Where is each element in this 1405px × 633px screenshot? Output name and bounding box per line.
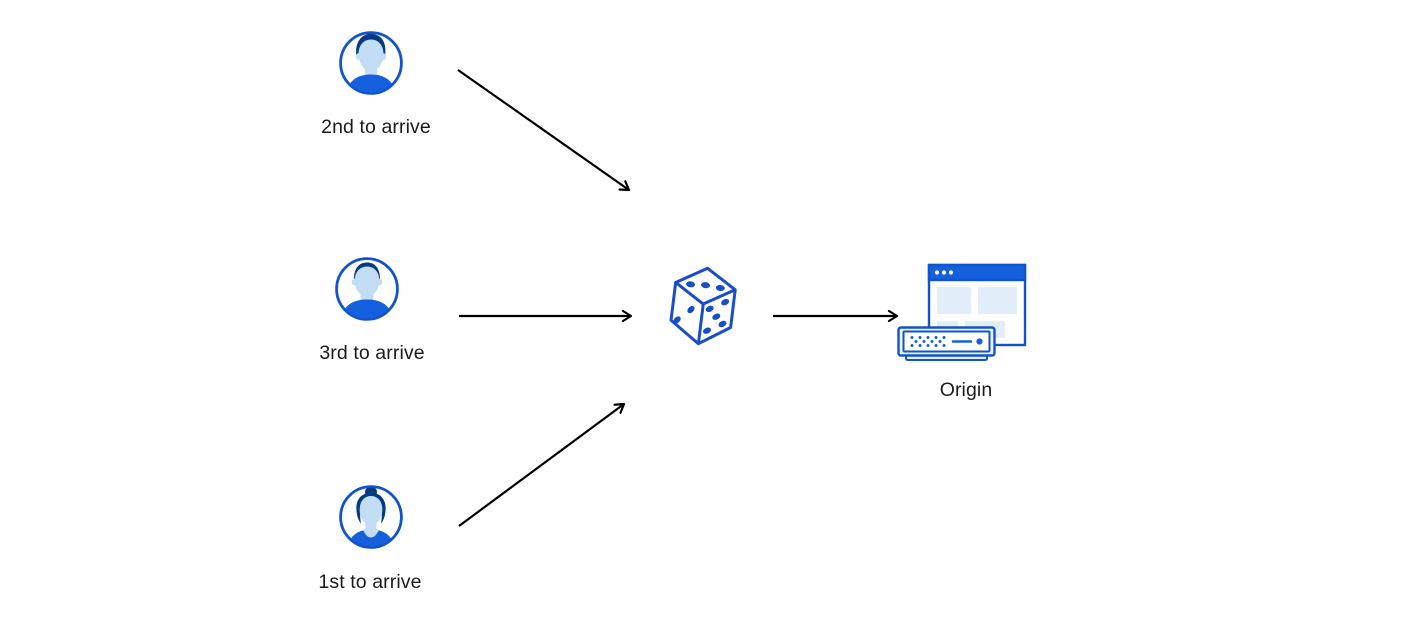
browser-titlebar [927,263,1027,282]
user-1st-label: 1st to arrive [318,571,422,593]
titlebar-dot [948,270,954,275]
titlebar-dot [941,270,947,275]
arrow-user2nd-to-dice [457,69,631,192]
server-led [976,338,983,345]
content-block [978,287,1017,314]
avatar-face [358,39,384,71]
node-user-3rd [334,256,400,322]
node-dice [666,263,740,351]
server-panel [902,330,991,353]
user-avatar-1st-icon [339,485,403,549]
node-user-2nd [338,30,404,96]
content-block [937,287,971,314]
dice-edges [674,281,736,344]
user-avatar-2nd-icon [339,31,403,95]
avatar-hair [356,33,386,60]
user-avatar-3rd-icon [335,257,399,321]
titlebar-dot [934,270,940,275]
dice-cube [669,266,737,346]
origin-server-icon [897,263,1027,361]
server-vent-dots [910,336,946,347]
avatar-face [354,266,380,297]
node-origin [897,262,1028,364]
server-unit [897,326,996,361]
origin-label: Origin [939,379,993,401]
avatar-hair [353,262,381,283]
user-2nd-label: 2nd to arrive [321,116,431,138]
avatar-face [359,496,383,525]
user-3rd-label: 3rd to arrive [319,342,425,364]
node-user-1st [338,484,404,550]
arrow-user1st-to-dice [458,402,626,527]
dice-icon [669,266,737,346]
avatar-neckline [363,528,379,538]
